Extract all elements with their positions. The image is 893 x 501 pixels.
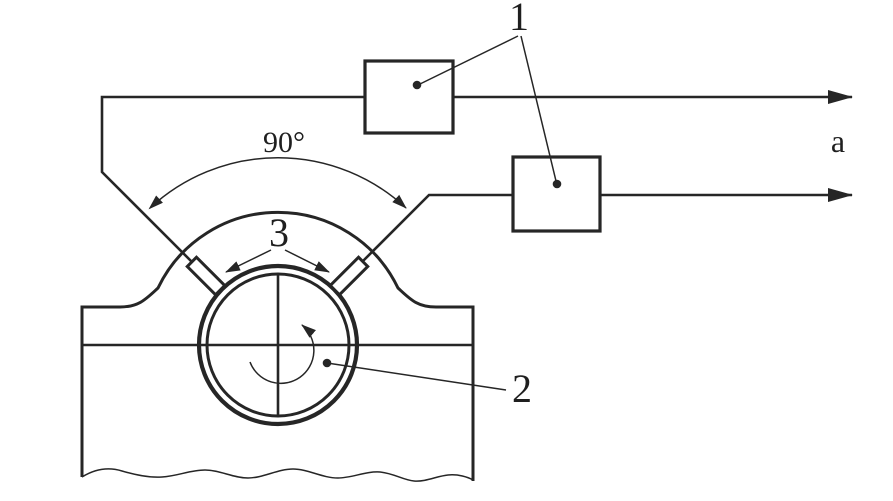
label-part-3: 3: [269, 210, 289, 255]
annotations: 1 2 3 90° a: [263, 0, 845, 411]
label-output-a: a: [831, 123, 845, 159]
leader-1-to-lower-box: [520, 35, 557, 182]
sensors: [185, 255, 370, 297]
sensor-right: [328, 255, 370, 297]
leader-lines: [225, 35, 562, 391]
leader-1-to-upper-box: [419, 35, 519, 85]
converter-box-upper: [363, 59, 455, 135]
lower-signal-line-with-arrow: [362, 188, 853, 262]
leader-dot-upper-box: [412, 80, 422, 90]
angle-dimension-arc: [148, 157, 407, 210]
shaft: [82, 263, 473, 427]
sensor-left: [185, 255, 227, 297]
leader-3-to-right-sensor: [284, 249, 330, 273]
label-part-1: 1: [509, 0, 529, 39]
signal-lines: [100, 90, 853, 263]
converter-box-lower: [511, 155, 602, 233]
upper-signal-line-with-arrow: [100, 90, 853, 263]
label-part-2: 2: [512, 366, 532, 411]
bearing-housing: [80, 210, 475, 482]
leader-dot-lower-box: [552, 179, 562, 189]
housing-outline: [80, 210, 475, 481]
leader-2-to-shaft: [326, 362, 507, 391]
leader-dot-shaft: [322, 358, 332, 368]
converter-boxes: [363, 59, 602, 233]
housing-break-line: [81, 468, 474, 482]
label-angle-90deg: 90°: [263, 126, 305, 159]
rotation-direction-arrow: [249, 324, 316, 385]
leader-3-to-left-sensor: [225, 249, 272, 273]
